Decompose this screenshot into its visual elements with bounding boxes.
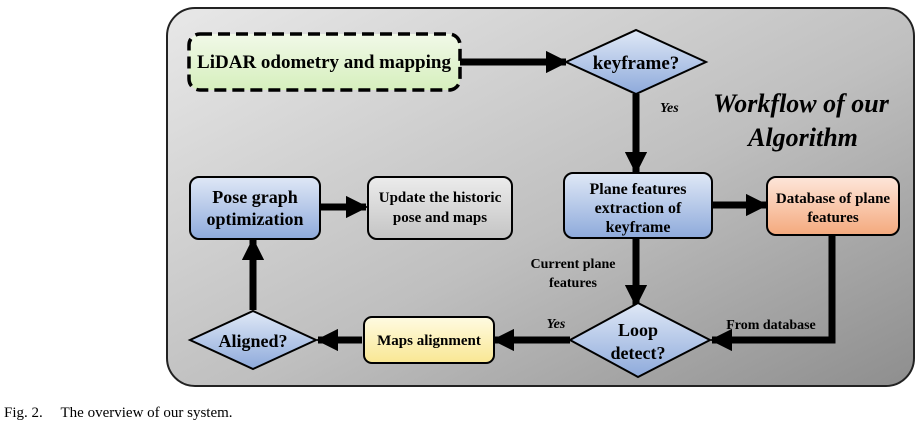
pose-graph-node: Pose graph optimization xyxy=(189,176,321,240)
caption-text: The overview of our system. xyxy=(60,405,233,421)
loop-detect-line1: Loop xyxy=(618,320,658,340)
plane-extraction-node: Plane features extraction of keyframe xyxy=(563,172,713,239)
keyframe-decision: keyframe? xyxy=(563,28,709,96)
workflow-diagram: Workflow of our Algorithm LiDAR odometry… xyxy=(166,7,915,387)
plane-extraction-line2: extraction of xyxy=(595,200,682,217)
pose-graph-line2: optimization xyxy=(207,209,304,229)
database-line1: Database of plane xyxy=(776,191,891,207)
lidar-label: LiDAR odometry and mapping xyxy=(197,52,451,73)
arrows xyxy=(241,50,836,352)
arrow-database-to-loop xyxy=(709,236,836,352)
maps-alignment-label: Maps alignment xyxy=(377,333,481,349)
lidar-node: LiDAR odometry and mapping xyxy=(187,32,462,92)
database-node: Database of plane features xyxy=(766,176,900,236)
diagram-panel xyxy=(166,7,915,387)
aligned-label: Aligned? xyxy=(218,331,287,351)
caption-label: Fig. 2. xyxy=(4,405,43,421)
update-node: Update the historic pose and maps xyxy=(367,176,513,240)
keyframe-label: keyframe? xyxy=(593,53,680,74)
update-line2: pose and maps xyxy=(393,210,487,226)
edge-label-yes-keyframe: Yes xyxy=(660,101,679,116)
pose-graph-line1: Pose graph xyxy=(212,187,298,207)
edge-label-from-database: From database xyxy=(726,318,816,333)
loop-detect-decision: Loop detect? xyxy=(567,301,713,379)
aligned-decision: Aligned? xyxy=(187,309,319,371)
diagram-title-line1: Workflow of our xyxy=(713,89,890,118)
maps-alignment-node: Maps alignment xyxy=(363,316,495,364)
plane-extraction-line3: keyframe xyxy=(606,219,671,236)
edge-label-current-plane-2: features xyxy=(549,276,597,291)
diagram-title-line2: Algorithm xyxy=(746,123,858,152)
edge-label-current-plane-1: Current plane xyxy=(531,257,616,272)
update-line1: Update the historic xyxy=(379,190,502,206)
plane-extraction-line1: Plane features xyxy=(589,181,686,198)
edge-label-yes-loop: Yes xyxy=(547,317,566,332)
figure-caption: Fig. 2. The overview of our system. xyxy=(4,405,233,422)
loop-detect-line2: detect? xyxy=(611,343,666,363)
database-line2: features xyxy=(807,210,859,226)
